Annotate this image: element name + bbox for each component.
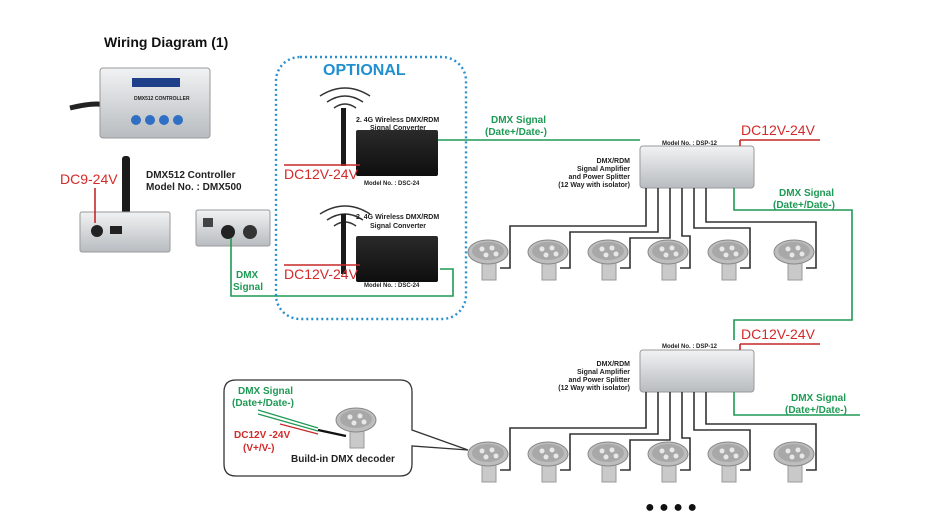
controller-model: Model No. : DMX500 (146, 182, 242, 193)
splitter-2-device-image (639, 349, 755, 393)
antenna-icon (341, 108, 346, 166)
fixture-icon (587, 239, 629, 281)
svg-text:DMX512 CONTROLLER: DMX512 CONTROLLER (134, 96, 190, 102)
fixture-icon (773, 441, 815, 483)
splitter-2-desc-1: DMX/RDM (597, 361, 631, 368)
callout-signal-wire-2 (257, 413, 319, 432)
converter-1-model: Model No. : DSC-24 (364, 181, 420, 187)
splitter-1-power-wire (739, 139, 820, 146)
fixture-row-2 (467, 441, 815, 483)
converter-2-name-line2: Signal Converter (370, 223, 426, 230)
fixture-row-1 (467, 239, 815, 281)
signal-label-2-line2: (Date+/Date-) (773, 200, 835, 211)
dmx-signal-wire-out (733, 392, 860, 416)
antenna-icon (341, 214, 346, 274)
fixture-icon (647, 239, 689, 281)
signal-label-3-line1: DMX Signal (791, 393, 846, 404)
splitter-2-desc-3: and Power Splitter (569, 377, 631, 384)
splitter-1-model: Model No. : DSP-12 (662, 141, 718, 147)
splitter-2-output-wires (500, 392, 817, 471)
splitter-2-model: Model No. : DSP-12 (662, 344, 718, 350)
optional-group-border (274, 55, 468, 321)
wifi-icon (319, 87, 371, 109)
splitter-2-power-wire (739, 343, 820, 350)
controller-back-image (79, 156, 171, 253)
converter-1-power-label: DC12V-24V (284, 166, 359, 182)
callout-power-line2: (V+/V-) (243, 443, 274, 454)
controller-device-image: DMX512 CONTROLLER (69, 67, 211, 139)
controller-power-label: DC9-24V (60, 171, 118, 187)
callout-cable (317, 428, 347, 438)
converter-1-name-line1: 2. 4G Wireless DMX/RDM (356, 117, 439, 124)
optional-label: OPTIONAL (323, 62, 406, 79)
fixture-icon (467, 239, 509, 281)
fixture-icon (707, 239, 749, 281)
callout-power-line1: DC12V -24V (234, 430, 290, 441)
signal-label-1-line2: (Date+/Date-) (485, 127, 547, 138)
converter-1-device-image (356, 130, 438, 176)
converter-2-power-label: DC12V-24V (284, 266, 359, 282)
dmx-signal-label-line1: DMX (236, 270, 259, 281)
fixture-icon (707, 441, 749, 483)
continuation-dots: ● ● ● ● (645, 499, 697, 516)
fixture-icon (647, 441, 689, 483)
converter-2-device-image (356, 236, 438, 282)
controller-name: DMX512 Controller (146, 170, 236, 181)
splitter-2-desc-4: (12 Way with isolator) (558, 385, 630, 392)
callout-signal-wire (257, 409, 319, 429)
signal-label-1-line1: DMX Signal (491, 115, 546, 126)
splitter-1-output-wires (500, 188, 817, 269)
fixture-icon (527, 441, 569, 483)
callout-signal-line1: DMX Signal (238, 386, 293, 397)
splitter-1-desc-4: (12 Way with isolator) (558, 182, 630, 189)
fixture-icon (527, 239, 569, 281)
fixture-icon (773, 239, 815, 281)
converter-2-name-line1: 2. 4G Wireless DMX/RDM (356, 214, 439, 221)
splitter-2-power-label: DC12V-24V (741, 326, 816, 342)
dmx-signal-wire-controller (230, 238, 454, 297)
callout-signal-line2: (Date+/Date-) (232, 398, 294, 409)
dmx-signal-wire-chain (733, 188, 853, 340)
callout-caption: Build-in DMX decoder (291, 454, 395, 465)
splitter-1-desc-3: and Power Splitter (569, 174, 631, 181)
fixture-icon (587, 441, 629, 483)
splitter-1-desc-2: Signal Amplifier (577, 166, 630, 173)
signal-label-3-line2: (Date+/Date-) (785, 405, 847, 416)
diagram-title: Wiring Diagram (1) (104, 34, 228, 50)
splitter-1-desc-1: DMX/RDM (597, 158, 631, 165)
dmx-signal-label-line2: Signal (233, 282, 263, 293)
signal-label-2-line1: DMX Signal (779, 188, 834, 199)
splitter-1-device-image (639, 145, 755, 189)
splitter-2-desc-2: Signal Amplifier (577, 369, 630, 376)
converter-2-model: Model No. : DSC-24 (364, 283, 420, 289)
splitter-1-power-label: DC12V-24V (741, 122, 816, 138)
converter-1-name-line2: Signal Converter (370, 125, 426, 132)
controller-dmx-output-image (195, 209, 271, 247)
callout-power-wire (279, 423, 319, 435)
fixture-icon (467, 441, 509, 483)
